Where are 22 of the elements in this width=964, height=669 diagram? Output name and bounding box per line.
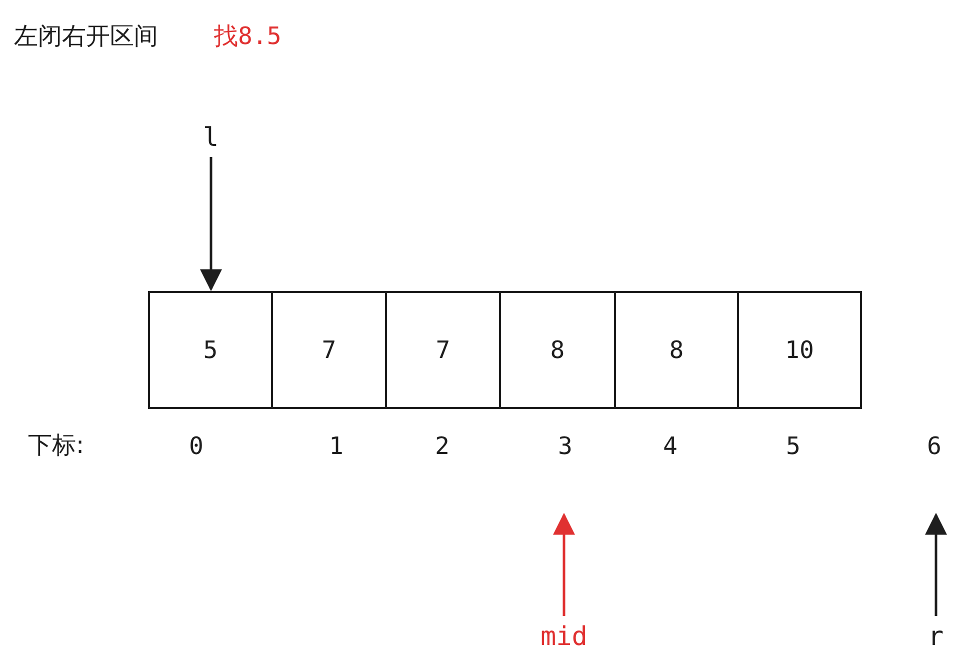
index-number: 0 — [189, 434, 204, 458]
index-number: 1 — [329, 434, 344, 458]
array-cell: 7 — [385, 291, 501, 409]
array-cell: 10 — [737, 291, 862, 409]
array-cell: 8 — [614, 291, 739, 409]
index-number: 2 — [435, 434, 450, 458]
search-target-text: 找8.5 — [214, 24, 282, 48]
title: 左闭右开区间 — [14, 24, 158, 48]
index-number: 5 — [786, 434, 800, 458]
pointer-label: r — [928, 624, 944, 650]
arrow — [200, 157, 222, 292]
pointer-label: mid — [540, 624, 588, 650]
pointer-label: l — [203, 125, 219, 151]
arrow — [925, 512, 947, 616]
arrow — [553, 512, 575, 616]
index-number: 6 — [927, 434, 942, 458]
array-cell: 8 — [499, 291, 616, 409]
array-cell: 5 — [148, 291, 273, 409]
index-number: 4 — [663, 434, 678, 458]
array-cell: 7 — [271, 291, 387, 409]
index-label: 下标: — [28, 433, 84, 457]
index-number: 3 — [558, 434, 572, 458]
